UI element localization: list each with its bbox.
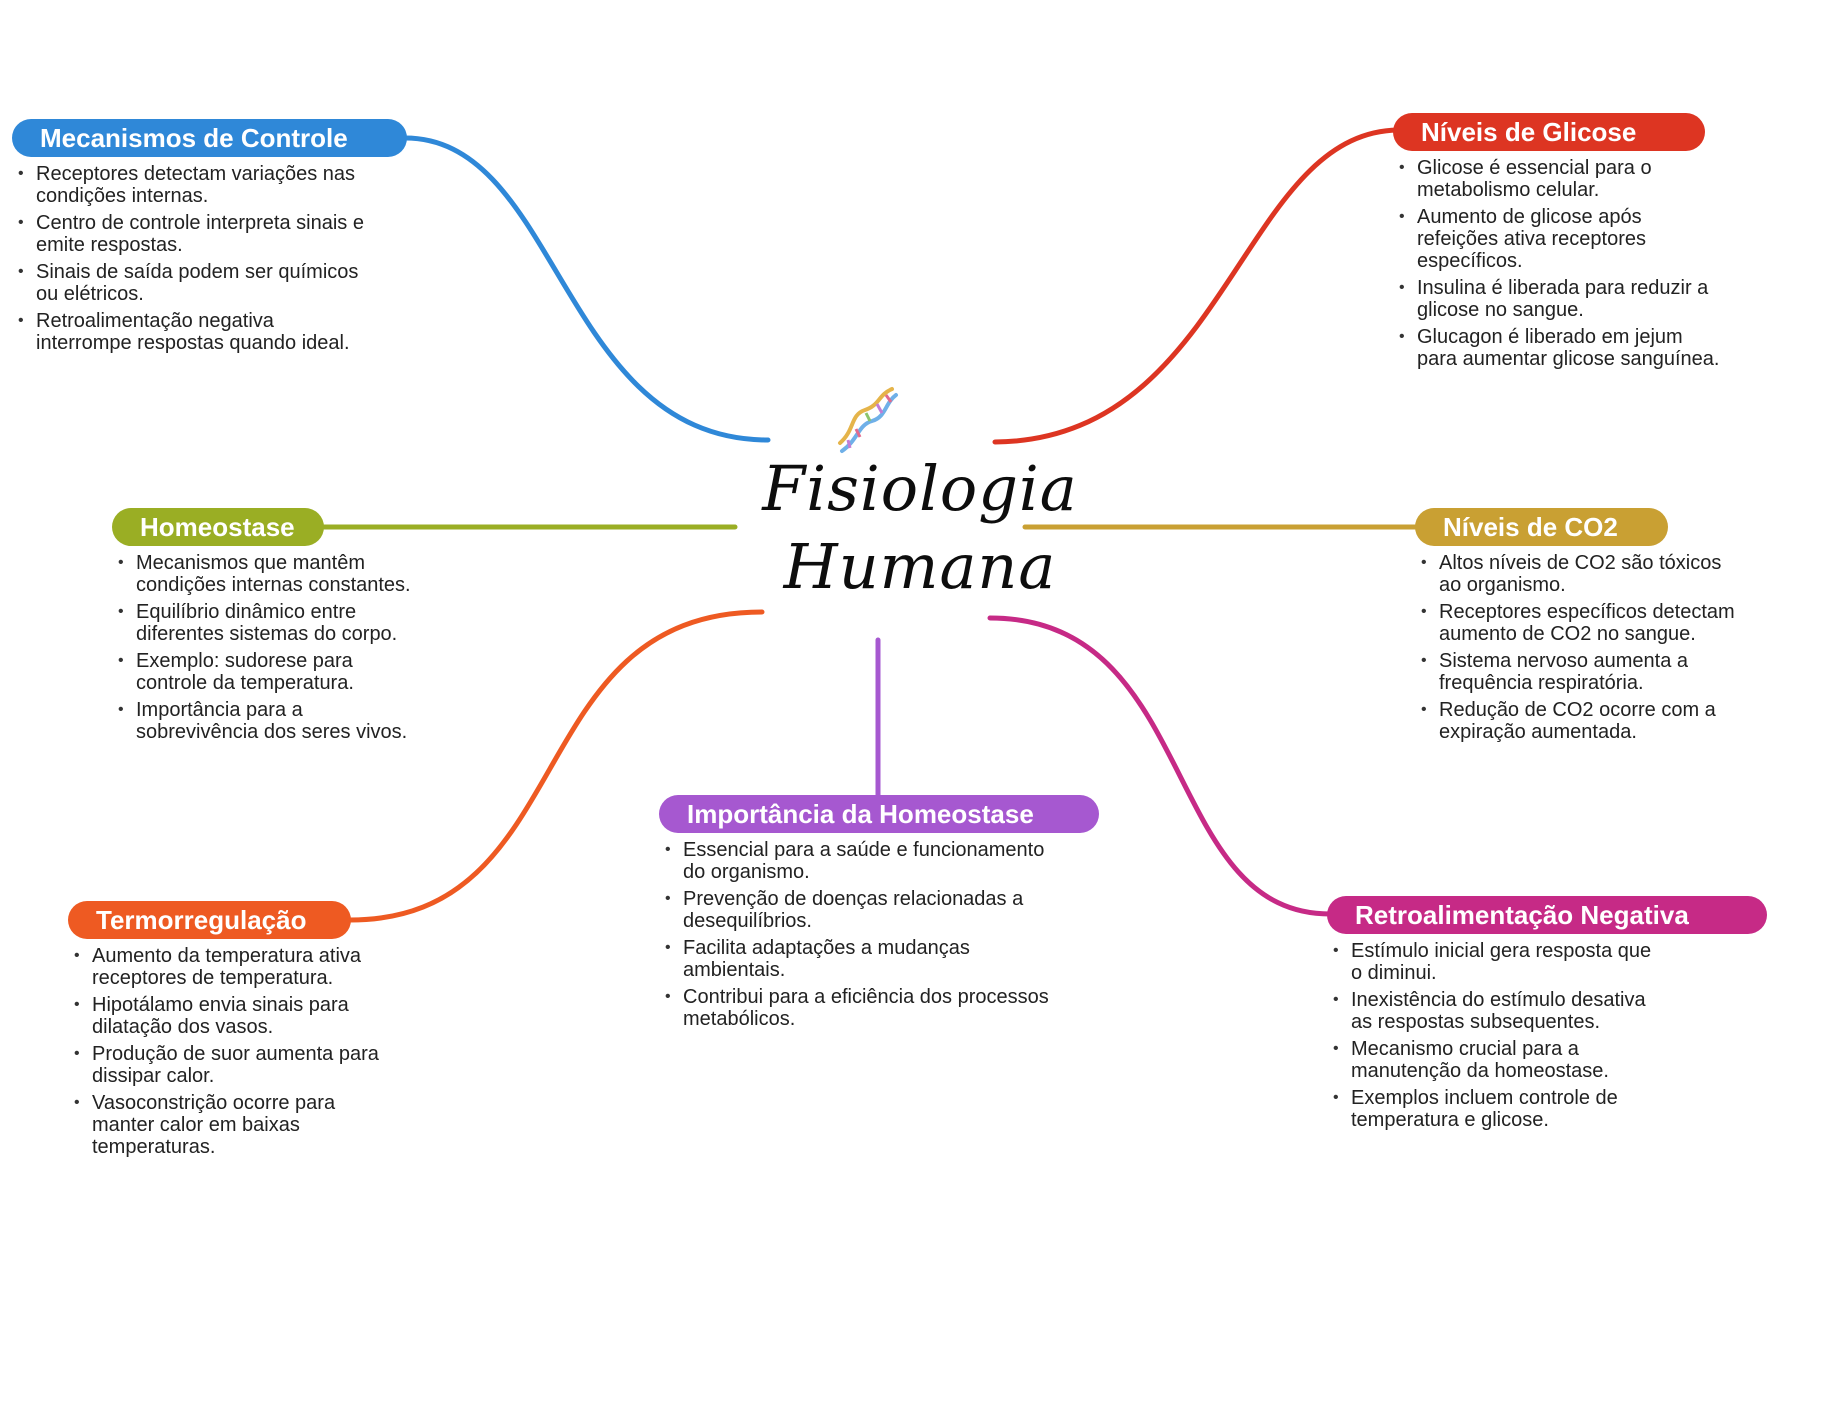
dna-icon (838, 387, 898, 453)
list-item: Inexistência do estímulo desativa as res… (1327, 989, 1667, 1033)
list-item: Mecanismos que mantêm condições internas… (112, 552, 412, 596)
branch-homeostase: Homeostase Mecanismos que mantêm condiçõ… (112, 508, 412, 748)
list-item: Equilíbrio dinâmico entre diferentes sis… (112, 601, 412, 645)
topic-importancia-da-homeostase[interactable]: Importância da Homeostase (659, 795, 1099, 833)
list-item: Produção de suor aumenta para dissipar c… (68, 1043, 388, 1087)
list-item: Aumento de glicose após refeições ativa … (1393, 206, 1723, 272)
list-item: Essencial para a saúde e funcionamento d… (659, 839, 1069, 883)
connector-glicose (992, 127, 1403, 445)
branch-glicose: Níveis de Glicose Glicose é essencial pa… (1393, 113, 1723, 375)
connector-retro (987, 615, 1333, 917)
list-item: Centro de controle interpreta sinais e e… (12, 212, 372, 256)
list-item: Sistema nervoso aumenta a frequência res… (1415, 650, 1735, 694)
topic-mecanismos-de-controle[interactable]: Mecanismos de Controle (12, 119, 407, 157)
list-item: Prevenção de doenças relacionadas a dese… (659, 888, 1069, 932)
list-item: Insulina é liberada para reduzir a glico… (1393, 277, 1723, 321)
title-line-1: Fisiologia (762, 452, 1078, 525)
list-glicose: Glicose é essencial para o metabolismo c… (1393, 157, 1723, 370)
list-item: Mecanismo crucial para a manutenção da h… (1327, 1038, 1667, 1082)
list-item: Contribui para a eficiência dos processo… (659, 986, 1069, 1030)
list-item: Facilita adaptações a mudanças ambientai… (659, 937, 1069, 981)
branch-co2: Níveis de CO2 Altos níveis de CO2 são tó… (1415, 508, 1735, 748)
list-item: Exemplo: sudorese para controle da tempe… (112, 650, 412, 694)
list-item: Sinais de saída podem ser químicos ou el… (12, 261, 372, 305)
list-item: Glicose é essencial para o metabolismo c… (1393, 157, 1723, 201)
list-item: Redução de CO2 ocorre com a expiração au… (1415, 699, 1735, 743)
list-item: Estímulo inicial gera resposta que o dim… (1327, 940, 1667, 984)
list-item: Glucagon é liberado em jejum para aument… (1393, 326, 1723, 370)
topic-homeostase[interactable]: Homeostase (112, 508, 324, 546)
topic-niveis-de-co2[interactable]: Níveis de CO2 (1415, 508, 1668, 546)
topic-niveis-de-glicose[interactable]: Níveis de Glicose (1393, 113, 1705, 151)
list-mecanismos: Receptores detectam variações nas condiç… (12, 163, 372, 354)
topic-termorregulacao[interactable]: Termorregulação (68, 901, 351, 939)
list-retroalimentacao: Estímulo inicial gera resposta que o dim… (1327, 940, 1667, 1131)
branch-termorregulacao: Termorregulação Aumento da temperatura a… (68, 901, 388, 1163)
list-item: Exemplos incluem controle de temperatura… (1327, 1087, 1667, 1131)
connector-termo (347, 609, 765, 923)
list-item: Retroalimentação negativa interrompe res… (12, 310, 372, 354)
list-importancia: Essencial para a saúde e funcionamento d… (659, 839, 1069, 1030)
topic-retroalimentacao-negativa[interactable]: Retroalimentação Negativa (1327, 896, 1767, 934)
list-item: Receptores específicos detectam aumento … (1415, 601, 1735, 645)
connector-mecanismos (402, 135, 771, 443)
branch-mecanismos: Mecanismos de Controle Receptores detect… (12, 119, 407, 359)
central-title: Fisiologia Humana (700, 450, 1140, 606)
branch-importancia: Importância da Homeostase Essencial para… (659, 795, 1099, 1035)
title-line-2: Humana (783, 530, 1057, 603)
list-item: Vasoconstrição ocorre para manter calor … (68, 1092, 388, 1158)
list-termorregulacao: Aumento da temperatura ativa receptores … (68, 945, 388, 1158)
list-item: Receptores detectam variações nas condiç… (12, 163, 372, 207)
list-item: Importância para a sobrevivência dos ser… (112, 699, 412, 743)
list-co2: Altos níveis de CO2 são tóxicos ao organ… (1415, 552, 1735, 743)
list-item: Hipotálamo envia sinais para dilatação d… (68, 994, 388, 1038)
list-item: Aumento da temperatura ativa receptores … (68, 945, 388, 989)
list-item: Altos níveis de CO2 são tóxicos ao organ… (1415, 552, 1735, 596)
branch-retroalimentacao: Retroalimentação Negativa Estímulo inici… (1327, 896, 1767, 1136)
list-homeostase: Mecanismos que mantêm condições internas… (112, 552, 412, 743)
